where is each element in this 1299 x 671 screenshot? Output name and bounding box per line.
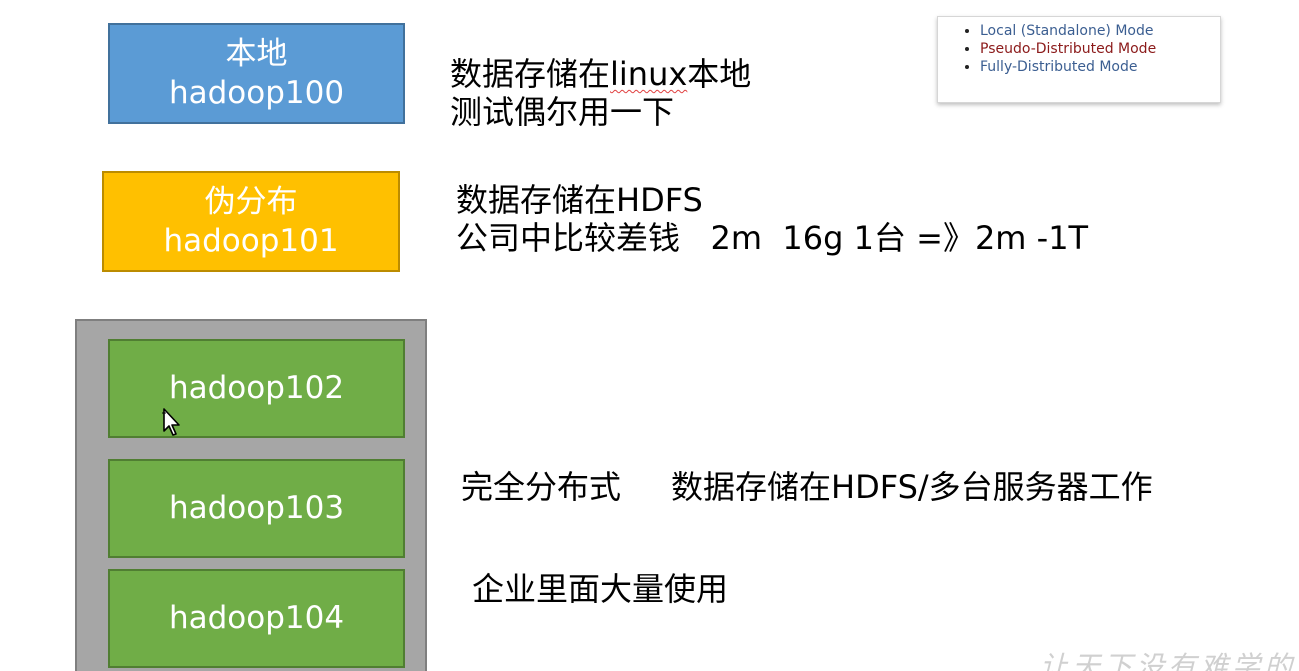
watermark-text: 让天下没有难学的技术: [1040, 650, 1299, 671]
pseudo-mode-description: 数据存储在HDFS 公司中比较差钱 2m 16g 1台 =》2m -1T: [456, 181, 1088, 258]
mode-item-local: Local (Standalone) Mode: [980, 22, 1214, 40]
node-box-hadoop104: hadoop104: [108, 569, 405, 668]
local-mode-description: 数据存储在linux本地 测试偶尔用一下: [450, 55, 751, 132]
pseudo-desc-line1: 数据存储在HDFS: [456, 181, 703, 219]
pseudo-desc-line2: 公司中比较差钱 2m 16g 1台 =》2m -1T: [456, 219, 1089, 258]
pseudo-mode-host: hadoop101: [163, 222, 339, 259]
hadoop-modes-panel: Local (Standalone) Mode Pseudo-Distribut…: [937, 16, 1221, 103]
node-host: hadoop104: [168, 600, 345, 637]
node-box-hadoop103: hadoop103: [108, 459, 405, 558]
pseudo-mode-title: 伪分布: [204, 183, 298, 220]
mouse-pointer-icon: [162, 408, 180, 436]
node-box-hadoop102: hadoop102: [108, 339, 405, 438]
mode-item-pseudo: Pseudo-Distributed Mode: [980, 40, 1214, 58]
local-mode-title: 本地: [225, 35, 288, 72]
local-desc-line2: 测试偶尔用一下: [450, 93, 675, 132]
mode-link-pseudo[interactable]: Pseudo-Distributed Mode: [980, 41, 1157, 57]
pseudo-mode-box: 伪分布 hadoop101: [102, 171, 400, 272]
enterprise-usage-text: 企业里面大量使用: [472, 570, 729, 608]
mode-item-fully: Fully-Distributed Mode: [980, 58, 1214, 76]
full-mode-label: 完全分布式: [461, 468, 622, 506]
local-mode-host: hadoop100: [168, 74, 345, 111]
modes-list: Local (Standalone) Mode Pseudo-Distribut…: [962, 22, 1214, 76]
full-mode-description: 完全分布式 数据存储在HDFS/多台服务器工作: [461, 468, 1153, 506]
mode-link-fully[interactable]: Fully-Distributed Mode: [980, 59, 1138, 75]
local-desc-line1: 数据存储在linux本地: [450, 55, 752, 93]
spellcheck-word: linux: [610, 55, 688, 93]
full-mode-detail: 数据存储在HDFS/多台服务器工作: [671, 468, 1153, 506]
local-mode-box: 本地 hadoop100: [108, 23, 405, 124]
node-host: hadoop102: [168, 370, 345, 407]
mode-link-local[interactable]: Local (Standalone) Mode: [980, 23, 1154, 39]
node-host: hadoop103: [168, 490, 345, 527]
